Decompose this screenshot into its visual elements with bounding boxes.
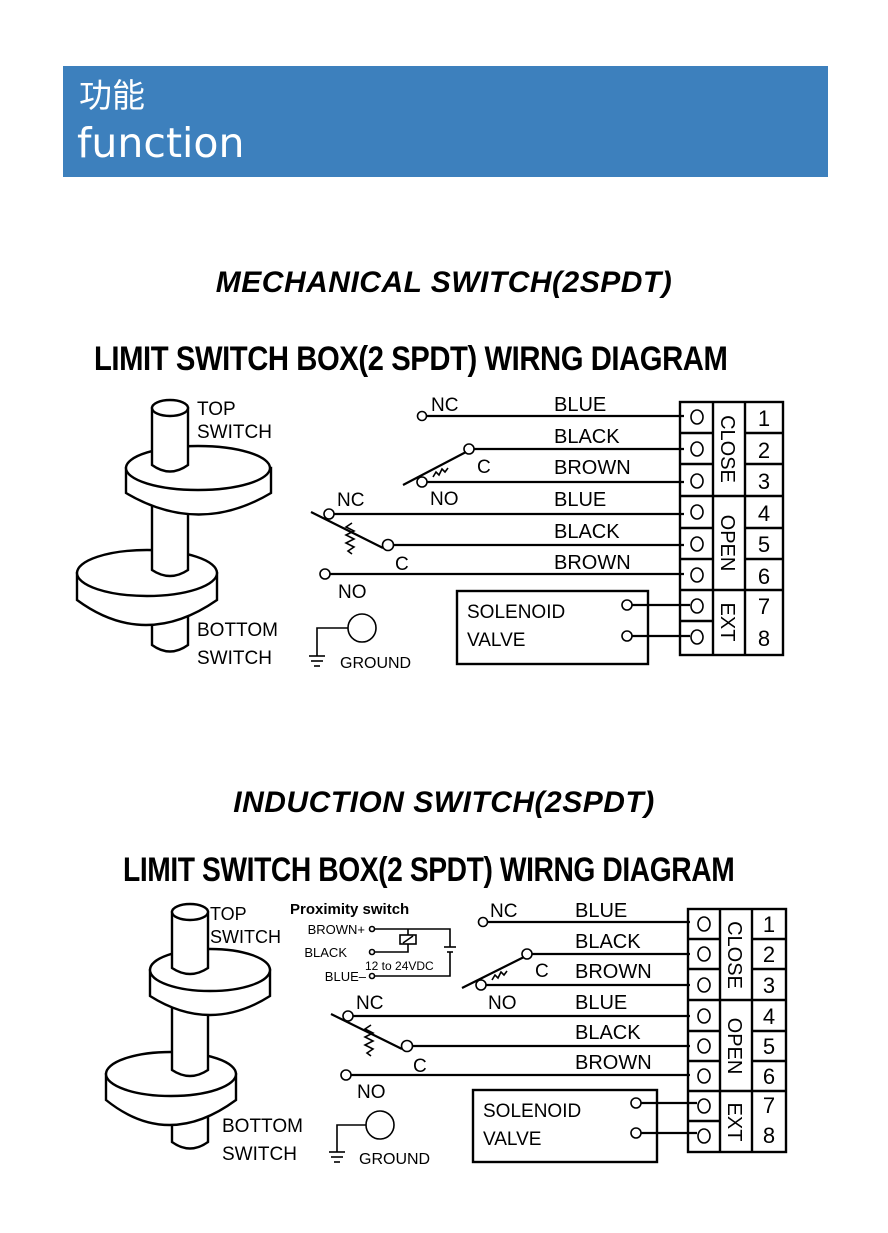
proximity-pin-label: BLACK <box>304 945 347 960</box>
proximity-sensor-circuit-icon <box>368 925 456 980</box>
terminal-number: 3 <box>758 469 770 494</box>
banner-title-english: function <box>77 119 245 167</box>
mechanical-diagram-title: LIMIT SWITCH BOX(2 SPDT) WIRNG DIAGRAM <box>94 340 728 378</box>
terminal-group-ext: EXT <box>716 603 738 642</box>
cam-shaft-illustration <box>104 902 272 1150</box>
terminal-group-open: OPEN <box>716 515 738 572</box>
terminal-group-close: CLOSE <box>723 921 745 989</box>
top-switch-no-label: NO <box>488 993 517 1014</box>
terminal-group-ext: EXT <box>723 1103 745 1142</box>
bottom-switch-nc-label: NC <box>337 490 364 511</box>
banner-title-chinese: 功能 <box>79 76 145 115</box>
wire-label: BLUE <box>554 489 606 511</box>
bottom-switch-c-label: C <box>395 554 409 575</box>
header-banner: 功能 function <box>63 66 828 177</box>
solenoid-label-line2: VALVE <box>483 1129 541 1150</box>
proximity-voltage-label: 12 to 24VDC <box>365 959 434 973</box>
terminal-number: 4 <box>758 501 770 526</box>
top-microswitch-symbol <box>402 410 684 488</box>
terminal-block <box>678 400 785 657</box>
terminal-number: 1 <box>758 406 770 431</box>
mechanical-switch-heading: MECHANICAL SWITCH(2SPDT) <box>215 266 673 299</box>
wire-label: BROWN <box>575 961 652 983</box>
terminal-number: 7 <box>758 594 770 619</box>
solenoid-label-line1: SOLENOID <box>467 602 565 623</box>
solenoid-label-line2: VALVE <box>467 630 525 651</box>
terminal-number: 7 <box>763 1093 775 1118</box>
top-switch-label-line1: TOP <box>197 399 236 420</box>
top-switch-label-line1: TOP <box>210 904 247 924</box>
bottom-switch-label-line2: SWITCH <box>222 1144 297 1165</box>
wire-label: BLACK <box>554 521 620 543</box>
solenoid-valve-box <box>471 1088 659 1164</box>
bottom-switch-no-label: NO <box>357 1082 386 1103</box>
terminal-number: 8 <box>763 1123 775 1148</box>
top-microswitch-symbol <box>461 916 690 991</box>
terminal-group-close: CLOSE <box>716 415 738 483</box>
top-switch-c-label: C <box>477 457 491 478</box>
bottom-microswitch-symbol <box>310 508 684 580</box>
top-switch-nc-label: NC <box>431 395 458 416</box>
top-switch-nc-label: NC <box>490 901 517 922</box>
terminal-number: 2 <box>758 438 770 463</box>
proximity-pin-label: BLUE– <box>325 969 367 984</box>
terminal-number: 3 <box>763 973 775 998</box>
terminal-number: 2 <box>763 942 775 967</box>
top-switch-c-label: C <box>535 961 549 982</box>
top-switch-label-line2: SWITCH <box>197 422 272 443</box>
solenoid-valve-box <box>455 589 650 666</box>
wire-label: BROWN <box>554 552 631 574</box>
bottom-switch-no-label: NO <box>338 582 367 603</box>
mechanical-wiring-diagram: TOP SWITCH BOTTOM SWITCH GROUND NC C NO … <box>75 394 785 672</box>
cam-shaft-illustration <box>75 398 273 653</box>
terminal-block <box>686 907 788 1154</box>
wire-label: BLACK <box>575 1022 641 1044</box>
bottom-switch-label-line1: BOTTOM <box>222 1116 303 1137</box>
wire-label: BROWN <box>554 457 631 479</box>
proximity-switch-title: Proximity switch <box>290 901 409 918</box>
bottom-microswitch-symbol <box>330 1010 690 1081</box>
ground-icon <box>309 613 377 667</box>
terminal-number: 5 <box>758 532 770 557</box>
solenoid-label-line1: SOLENOID <box>483 1101 581 1122</box>
ground-label: GROUND <box>359 1151 430 1168</box>
wire-label: BROWN <box>575 1052 652 1074</box>
terminal-number: 6 <box>758 564 770 589</box>
terminal-group-open: OPEN <box>723 1018 745 1075</box>
terminal-number: 8 <box>758 626 770 651</box>
wire-label: BLACK <box>554 426 620 448</box>
ground-label: GROUND <box>340 655 411 672</box>
terminal-number: 5 <box>763 1034 775 1059</box>
proximity-pin-label: BROWN+ <box>308 922 365 937</box>
top-switch-no-label: NO <box>430 489 459 510</box>
wire-label: BLUE <box>554 394 606 416</box>
bottom-switch-label-line1: BOTTOM <box>197 620 278 641</box>
ground-icon <box>329 1110 395 1163</box>
top-switch-label-line2: SWITCH <box>210 927 281 947</box>
bottom-switch-c-label: C <box>413 1056 427 1077</box>
induction-switch-heading: INDUCTION SWITCH(2SPDT) <box>233 786 655 819</box>
bottom-switch-nc-label: NC <box>356 993 383 1014</box>
wire-label: BLACK <box>575 931 641 953</box>
wire-label: BLUE <box>575 900 627 922</box>
terminal-number: 1 <box>763 912 775 937</box>
induction-diagram-title: LIMIT SWITCH BOX(2 SPDT) WIRNG DIAGRAM <box>123 851 735 889</box>
terminal-number: 4 <box>763 1004 775 1029</box>
bottom-switch-label-line2: SWITCH <box>197 648 272 669</box>
terminal-number: 6 <box>763 1064 775 1089</box>
wire-label: BLUE <box>575 992 627 1014</box>
